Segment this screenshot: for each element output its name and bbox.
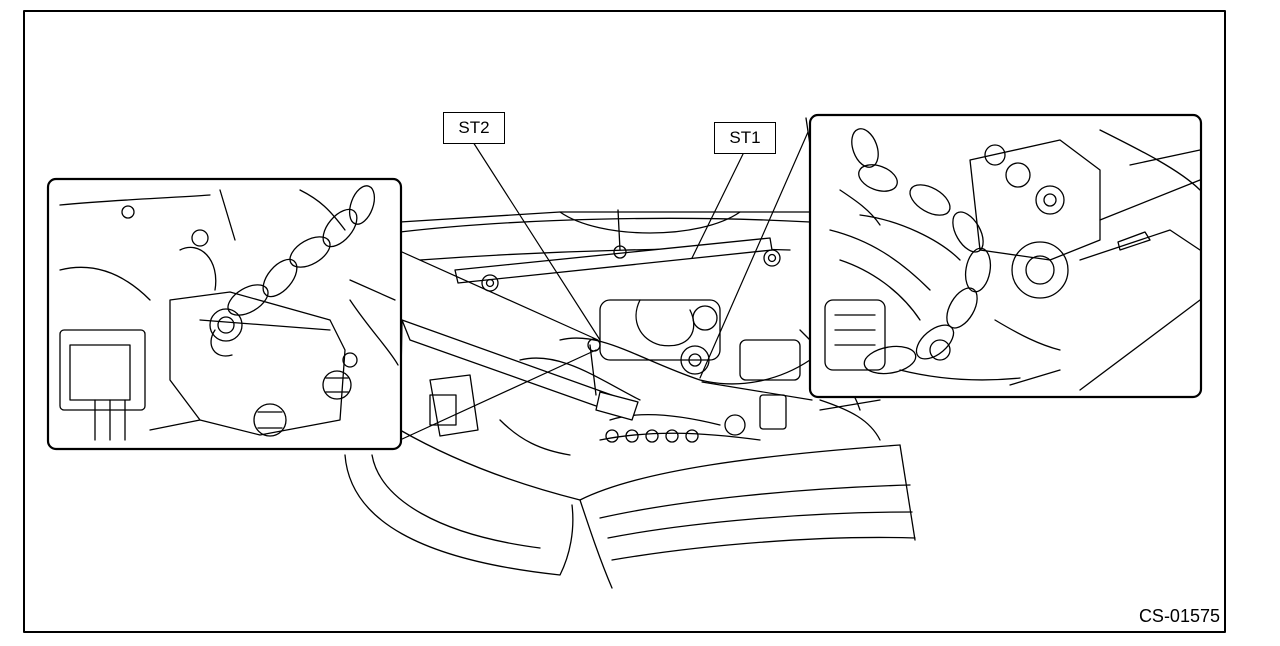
left-detail-inset xyxy=(46,177,403,451)
figure-id-label: CS-01575 xyxy=(1110,606,1220,630)
st1-leader xyxy=(691,151,745,259)
right-detail-inset xyxy=(808,113,1203,399)
st2-callout-label: ST2 xyxy=(443,112,505,144)
st2-leader xyxy=(472,141,601,341)
st1-callout-label: ST1 xyxy=(714,122,776,154)
zoom-lines xyxy=(399,131,813,441)
